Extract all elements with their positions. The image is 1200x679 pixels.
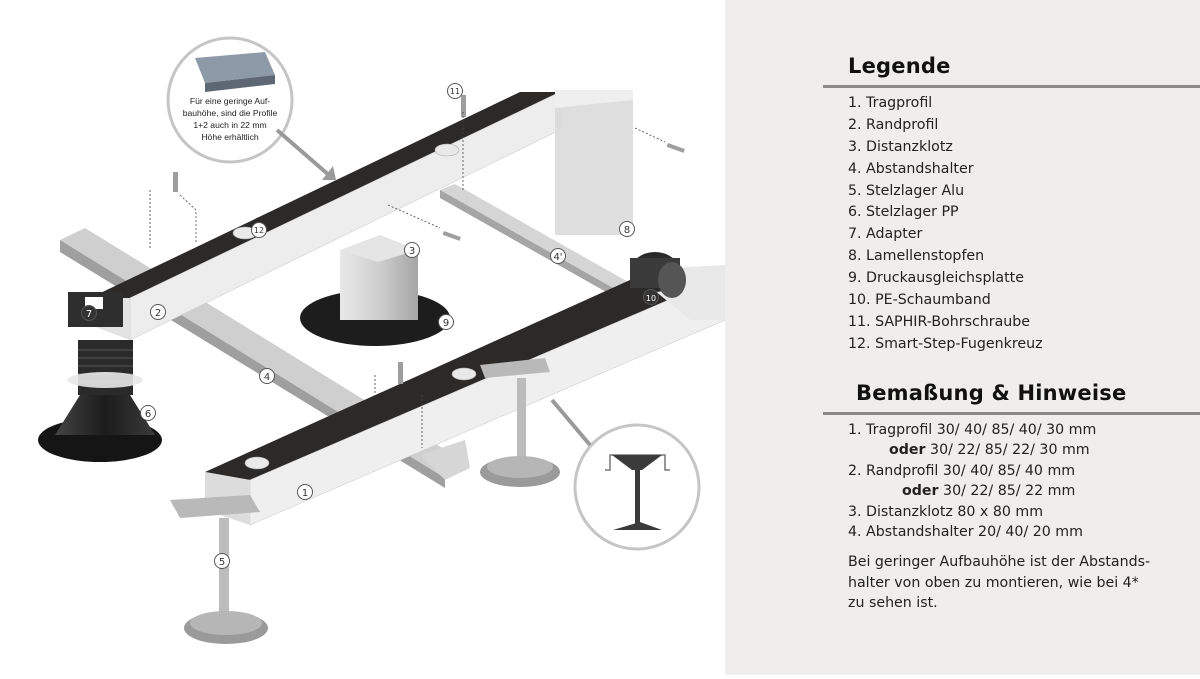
svg-text:9: 9 (443, 318, 449, 329)
svg-text:4: 4 (264, 372, 270, 383)
legend-list: 1. Tragprofil 2. Randprofil 3. Distanzkl… (848, 93, 1043, 356)
dimension-value: 30/ 22/ 85/ 22 mm (938, 483, 1076, 500)
or-label: oder (902, 483, 939, 500)
legend-divider (823, 85, 1200, 88)
svg-text:2: 2 (155, 308, 161, 319)
label-7: 7 (81, 305, 97, 321)
label-3: 3 (404, 242, 420, 258)
dimension-line-4: 4. Abstandshalter 20/ 40/ 20 mm (848, 523, 1083, 540)
legend-item: 5. Stelzlager Alu (848, 182, 965, 199)
dimension-line-1-alt: oder 30/ 22/ 85/ 22/ 30 mm (848, 440, 1096, 460)
svg-text:11: 11 (450, 87, 460, 96)
legend-title: Legende (848, 54, 951, 78)
legend-item: 8. Lamellenstopfen (848, 248, 985, 265)
assembly-note: Bei geringer Aufbauhöhe ist der Abstands… (848, 552, 1150, 614)
label-11: 11 (447, 83, 463, 99)
svg-text:7: 7 (86, 309, 92, 320)
spacer-profile-4-prime (440, 184, 660, 314)
svg-text:1: 1 (302, 488, 308, 499)
label-8: 8 (619, 221, 635, 237)
svg-text:10: 10 (646, 294, 656, 303)
pedestal-alu-5 (170, 358, 560, 644)
substructure-illustration: Für eine geringe Auf- bauhöhe, sind die … (38, 36, 726, 644)
screws-11 (173, 95, 685, 384)
dimensions-divider (823, 412, 1200, 415)
legend-item: 3. Distanzklotz (848, 138, 953, 155)
distance-block-3 (300, 235, 450, 346)
note-line: zu sehen ist. (848, 595, 938, 611)
callout-line-4: Höhe erhältlich (201, 132, 259, 142)
dimensions-title: Bemaßung & Hinweise (856, 381, 1127, 405)
dimension-line-3: 3. Distanzklotz 80 x 80 mm (848, 503, 1044, 520)
note-line: Bei geringer Aufbauhöhe ist der Abstands… (848, 554, 1151, 570)
svg-text:8: 8 (624, 225, 630, 236)
pe-foam-tape-roll-10 (630, 252, 686, 298)
label-2a: 2 (150, 304, 166, 320)
label-1: 1 (297, 484, 313, 500)
legend-item: 6. Stelzlager PP (848, 204, 959, 221)
label-12: 12 (251, 222, 267, 238)
legend-item: 10. PE-Schaumband (848, 292, 991, 309)
dimension-line-1: 1. Tragprofil 30/ 40/ 85/ 40/ 30 mm (848, 422, 1097, 438)
label-4: 4 (259, 368, 275, 384)
svg-text:3: 3 (409, 246, 415, 257)
dimension-line-2: 2. Randprofil 30/ 40/ 85/ 40 mm (848, 462, 1076, 479)
spacer-detail-callout (550, 398, 701, 551)
svg-text:4': 4' (553, 252, 562, 263)
svg-text:12: 12 (254, 226, 264, 235)
dimension-line-2-alt: oder 30/ 22/ 85/ 22 mm (848, 481, 1096, 501)
legend-item: 2. Randprofil (848, 116, 939, 133)
svg-text:6: 6 (145, 409, 151, 420)
pedestal-pp-6 (38, 292, 162, 462)
dimensions-list: 1. Tragprofil 30/ 40/ 85/ 40/ 30 mm oder… (848, 420, 1096, 542)
note-line: halter von oben zu montieren, wie bei 4* (848, 574, 1139, 591)
callout-line-1: Für eine geringe Auf- (190, 96, 270, 106)
profile-detail-callout: Für eine geringe Auf- bauhöhe, sind die … (166, 36, 336, 180)
callout-line-3: 1+2 auch in 22 mm (193, 120, 266, 130)
distance-block-8-housing (555, 90, 633, 235)
label-10: 10 (643, 289, 659, 305)
or-label: oder (889, 442, 926, 459)
legend-item: 1. Tragprofil (848, 95, 933, 111)
dimension-value: 30/ 22/ 85/ 22/ 30 mm (925, 442, 1090, 459)
label-6: 6 (140, 405, 156, 421)
legend-item: 7. Adapter (848, 226, 923, 243)
label-5: 5 (214, 553, 230, 569)
legend-panel: Legende 1. Tragprofil 2. Randprofil 3. D… (725, 0, 1200, 675)
label-4-prime: 4' (550, 248, 566, 264)
legend-item: 12. Smart-Step-Fugenkreuz (848, 335, 1043, 352)
callout-line-2: bauhöhe, sind die Profile (183, 108, 278, 118)
legend-item: 9. Druckausgleichsplatte (848, 270, 1024, 287)
svg-text:5: 5 (219, 557, 225, 568)
label-9: 9 (438, 314, 454, 330)
legend-item: 4. Abstandshalter (848, 160, 974, 177)
legend-item: 11. SAPHIR-Bohrschraube (848, 313, 1031, 330)
